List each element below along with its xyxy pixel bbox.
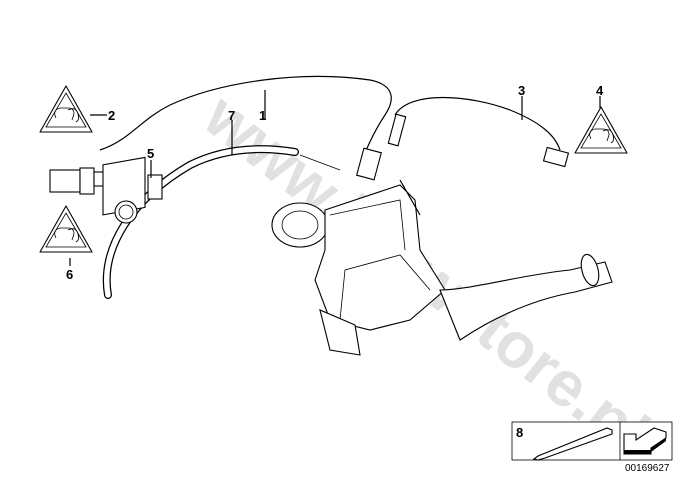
warning-label-6: [39, 205, 93, 253]
callout-8: 8: [516, 425, 523, 440]
callout-6: 6: [66, 267, 73, 282]
callout-5: 5: [147, 146, 154, 161]
legend-box: 8: [511, 421, 673, 461]
callout-3: 3: [518, 83, 525, 98]
callout-4: 4: [596, 83, 604, 98]
oxygen-sensor: [356, 113, 570, 181]
leader-lines: [69, 90, 601, 266]
warning-label-2: [39, 85, 93, 133]
callout-7: 7: [228, 108, 235, 123]
cable-tie: [532, 427, 613, 461]
callout-1: 1: [259, 108, 266, 123]
diagram-code: 00169627: [625, 463, 670, 474]
oxygen-sensor-wire: [394, 96, 561, 151]
callout-2: 2: [108, 108, 115, 123]
catalytic-converter: [271, 179, 613, 356]
sensor-module: [102, 156, 163, 224]
wiring-harness: [99, 75, 392, 161]
warning-label-4: [574, 106, 628, 154]
